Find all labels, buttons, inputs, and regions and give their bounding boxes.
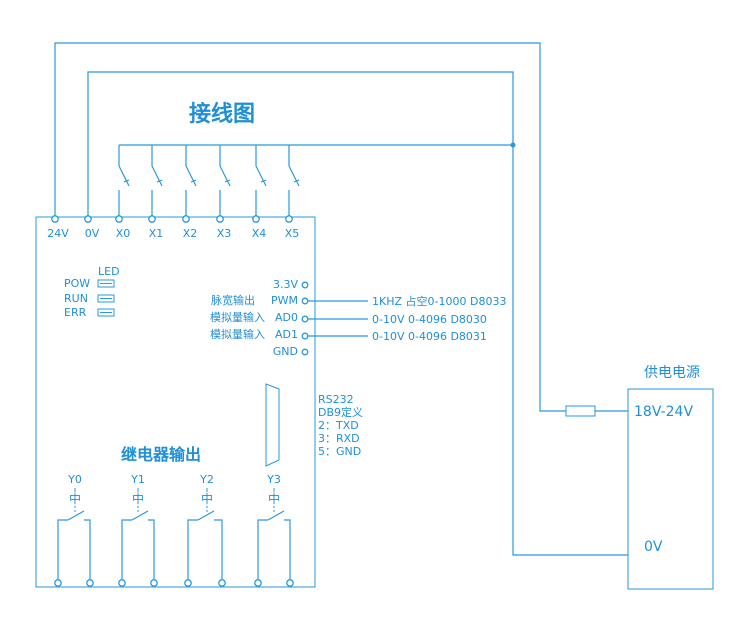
pin-label-pwm: PWM — [271, 294, 298, 307]
terminal-ad0 — [301, 315, 309, 323]
terminal-y0-a — [54, 579, 62, 587]
rs232-line-1: RS232 — [318, 393, 354, 406]
relay-label-y1: Y1 — [130, 473, 145, 486]
terminal-x5 — [285, 215, 293, 223]
pin-label-ad1: AD1 — [275, 328, 298, 341]
relay-label-y0: Y0 — [67, 473, 82, 486]
terminal-label-x3: X3 — [217, 227, 232, 240]
terminal-y1-a — [118, 579, 126, 587]
annotation-pwm: 1KHZ 占空0-1000 D8033 — [372, 294, 506, 308]
terminal-x0 — [115, 215, 123, 223]
switch-x0-icon — [118, 145, 130, 217]
led-panel: LED POW RUN ERR — [64, 265, 120, 319]
terminal-y0-b — [86, 579, 94, 587]
led-heading: LED — [98, 265, 120, 278]
led-err-icon — [97, 308, 115, 317]
terminal-y2-a — [184, 579, 192, 587]
relay-coil-y0-icon: 中 — [69, 491, 81, 506]
led-label-pow: POW — [64, 277, 90, 290]
led-run-icon — [97, 294, 115, 303]
power-supply-negative-label: 0V — [644, 539, 663, 555]
terminal-label-x4: X4 — [252, 227, 267, 240]
rs232-line-2: DB9定义 — [318, 405, 363, 419]
relay-coil-y2-icon: 中 — [201, 491, 213, 506]
terminal-y2-b — [218, 579, 226, 587]
analog-terminals: 3.3V PWM AD0 AD1 GND 脉宽输出 模拟量输入 模拟量输入 1K… — [210, 278, 506, 358]
terminal-label-x5: X5 — [285, 227, 300, 240]
diagram-title: 接线图 — [189, 101, 255, 127]
pin-label-3v3: 3.3V — [273, 278, 298, 291]
power-supply: 供电电源 18V-24V 0V — [627, 365, 714, 590]
terminal-label-0v: 0V — [85, 227, 100, 240]
switch-x5-icon — [288, 145, 300, 217]
rs232-definition: RS232 DB9定义 2：TXD 3：RXD 5：GND — [318, 393, 363, 458]
relay-y3: Y3 中 — [254, 473, 294, 587]
power-supply-box — [627, 388, 714, 590]
led-pow-icon — [97, 279, 115, 288]
terminal-y3-b — [286, 579, 294, 587]
relay-y2: Y2 中 — [184, 473, 226, 587]
terminal-pwm — [301, 297, 309, 305]
terminal-0v — [84, 215, 92, 223]
relay-section-title: 继电器输出 — [121, 445, 201, 464]
power-supply-positive-label: 18V-24V — [634, 404, 693, 420]
terminal-y1-b — [150, 579, 158, 587]
db9-connector-icon — [265, 383, 280, 467]
terminal-x3 — [216, 215, 224, 223]
terminal-label-24v: 24V — [47, 227, 69, 240]
bus-junction-dot — [510, 142, 516, 148]
relay-outputs: Y0 中 Y1 中 Y2 中 — [54, 473, 294, 587]
terminal-x1 — [148, 215, 156, 223]
pin-label-ad0: AD0 — [275, 311, 298, 324]
terminal-label-x2: X2 — [183, 227, 198, 240]
fuse-icon — [565, 405, 596, 417]
rs232-line-5: 5：GND — [318, 445, 361, 458]
terminal-label-x0: X0 — [116, 227, 131, 240]
led-label-run: RUN — [64, 292, 88, 305]
input-switches — [118, 145, 300, 217]
terminal-x4 — [252, 215, 260, 223]
wire-0v — [87, 71, 628, 556]
relay-coil-y1-icon: 中 — [132, 491, 144, 506]
power-supply-title: 供电电源 — [644, 365, 700, 381]
controller-board — [35, 216, 316, 588]
relay-y0: Y0 中 — [54, 473, 94, 587]
pin-function-pwm: 脉宽输出 — [211, 293, 255, 307]
terminal-y3-a — [254, 579, 262, 587]
pin-function-ad0: 模拟量输入 — [210, 310, 265, 324]
wire-24v — [54, 42, 566, 412]
terminal-gnd — [301, 348, 309, 356]
switch-x4-icon — [255, 145, 267, 217]
top-terminal-row: 24V 0V X0 X1 X2 X3 X4 X5 — [47, 215, 300, 240]
pin-function-ad1: 模拟量输入 — [210, 327, 265, 341]
terminal-24v — [51, 215, 59, 223]
switch-x1-icon — [151, 145, 163, 217]
switch-x3-icon — [219, 145, 231, 217]
switch-x2-icon — [185, 145, 197, 217]
rs232-line-4: 3：RXD — [318, 432, 360, 445]
relay-label-y2: Y2 — [199, 473, 214, 486]
annotation-ad0: 0-10V 0-4096 D8030 — [372, 313, 487, 326]
relay-y1: Y1 中 — [118, 473, 158, 587]
terminal-x2 — [182, 215, 190, 223]
terminal-3v3 — [301, 281, 309, 289]
relay-label-y3: Y3 — [266, 473, 281, 486]
relay-coil-y3-icon: 中 — [268, 491, 280, 506]
annotation-ad1: 0-10V 0-4096 D8031 — [372, 330, 487, 343]
terminal-label-x1: X1 — [149, 227, 164, 240]
rs232-line-3: 2：TXD — [318, 419, 359, 432]
led-label-err: ERR — [64, 306, 87, 319]
pin-label-gnd: GND — [273, 345, 298, 358]
terminal-ad1 — [301, 332, 309, 340]
